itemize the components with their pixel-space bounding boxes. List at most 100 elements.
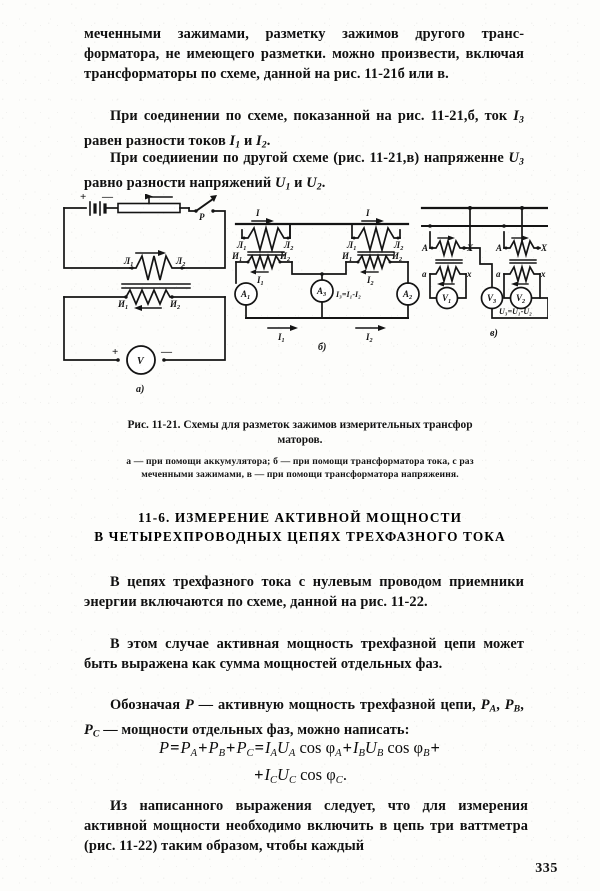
symbol-u1-sub: 1 (285, 181, 291, 193)
f-phiB-sub: B (423, 748, 430, 760)
terminal-l2-b-right: Л2 (393, 240, 403, 252)
f-IB-sub: B (358, 748, 365, 760)
voltmeter-v2: V2 (516, 293, 525, 305)
panel-v-caption: в) (490, 328, 498, 339)
f-UB: U (364, 738, 377, 757)
f-plus4: + (430, 738, 440, 757)
panel-a-accumulator: + — Р Л1 Л2 (63, 194, 226, 395)
figure-caption: Рис. 11-21. Схемы для разметок зажимов и… (70, 418, 530, 448)
terminal-i2-b-right: И2 (391, 251, 402, 263)
p6-comma2: , (520, 697, 524, 713)
voltmeter-plus-label: + (112, 346, 118, 358)
p2-prefix: При соединении по схеме, показанной на р… (110, 108, 514, 124)
terminal-l2-a: Л2 (175, 256, 185, 268)
figure-11-21: .lbl { font-family: "Liberation Serif", … (56, 194, 548, 409)
panel-v-voltage-transformer: A X a x V1 V (420, 206, 548, 339)
paragraph-notation: Обозначая P — активную мощность трехфазн… (84, 695, 524, 745)
figure-caption-line1: Рис. 11-21. Схемы для разметок зажимов и… (127, 419, 473, 431)
f-PA-sub: A (190, 748, 198, 760)
symbol-pc-sub: C (92, 728, 100, 740)
terminal-i1-a: И1 (117, 299, 128, 311)
ammeter-a3: A3 (316, 286, 326, 298)
f-period: . (342, 765, 347, 784)
paragraph-four-wire-circuits: В цепях трехфазного тока с нулевым прово… (84, 572, 524, 612)
f-PC-sub: C (246, 748, 254, 760)
vt-right-terminal-a: a (496, 269, 501, 279)
equation-u3: U₃=U₁-U₂ (499, 307, 532, 316)
f-IC: I (264, 765, 270, 784)
f-UC-sub: C (288, 775, 296, 787)
current-label-b-left: I (255, 208, 260, 218)
paragraph-conclusion: Из написанного выражения следует, что дл… (84, 796, 528, 857)
paragraph-current-difference: При соединении по схеме, показанной на р… (84, 106, 524, 156)
vt-left-terminal-a: a (422, 269, 427, 279)
p3-mid: равно разности напряжений (84, 174, 275, 191)
symbol-i3-sub: 3 (519, 114, 524, 126)
terminal-l1-b-left: Л1 (236, 240, 246, 252)
line-current-i2: I2 (365, 332, 373, 344)
p3-end: . (321, 174, 326, 191)
vt-right-terminal-A: A (495, 243, 502, 253)
line-current-i1: I1 (277, 332, 285, 344)
f-cos1: cos (299, 738, 322, 757)
voltmeter-a-label: V (137, 356, 145, 367)
panel-b-caption: б) (318, 342, 326, 353)
symbol-pa-sub: A (489, 703, 497, 715)
f-plus5: + (254, 765, 264, 784)
paragraph-text: В этом случае активная мощность трехфазн… (84, 636, 524, 673)
voltmeter-v1: V1 (442, 293, 451, 305)
p6-mid: — активную мощность трехфазной цепи, (193, 697, 481, 713)
f-plus1: + (198, 738, 208, 757)
vt-right-terminal-x: x (540, 269, 546, 279)
formula-line1-rendered: P=PA+PB+PC=IAUA cos φA+IBUB cos φB+ (159, 738, 441, 760)
vt-left-terminal-x: x (466, 269, 472, 279)
figure-legend: а — при помощи аккумулятора; б — при пом… (70, 455, 530, 481)
p3-prefix: При соедииении по другой схеме (рис. 11-… (110, 150, 509, 166)
symbol-u1: U (274, 174, 286, 191)
paragraph-text: меченными зажимами, разметку зажимов дру… (84, 26, 524, 83)
formula-active-power-line2: +ICUC cos φC. (0, 765, 600, 786)
f-IC-sub: C (269, 775, 278, 787)
formula-line2-rendered: +ICUC cos φC. (253, 765, 347, 787)
p2-and: и (240, 132, 257, 149)
symbol-pb-sub: B (513, 703, 521, 715)
f-IA-sub: A (270, 748, 277, 760)
f-IA: I (265, 738, 271, 757)
f-UB-sub: B (376, 748, 384, 760)
symbol-i2-sub: 2 (261, 139, 267, 151)
ammeter-a2: A2 (402, 289, 412, 301)
f-PC: P (236, 738, 247, 757)
f-PA: P (180, 738, 191, 757)
symbol-i2: I (256, 132, 262, 149)
terminal-i2-b-left: И2 (279, 251, 290, 263)
f-plus3: + (342, 738, 352, 757)
f-cos3: cos (300, 765, 323, 784)
section-heading: 11-6. ИЗМЕРЕНИЕ АКТИВНОЙ МОЩНОСТИ В ЧЕТЫ… (70, 508, 530, 546)
page-number: 335 (535, 861, 558, 876)
panel-b-current-transformer: Л1 Л2 I И1 И2 I1 (231, 208, 420, 353)
switch-label-r: Р (199, 212, 205, 222)
symbol-u3-sub: 3 (519, 156, 524, 168)
current-label-b-right: I (365, 208, 370, 218)
ammeter-a1: A1 (240, 289, 250, 301)
p2-mid: равен разности токов (84, 132, 230, 149)
f-phiC: φ (326, 765, 336, 784)
terminal-i1-b-left: И1 (231, 251, 242, 263)
paragraph-sum-of-phases: В этом случае активная мощность трехфазн… (84, 634, 524, 674)
terminal-i1-b-right: И1 (341, 251, 352, 263)
f-phiC-sub: C (335, 775, 343, 787)
terminal-l2-b-left: Л2 (283, 240, 293, 252)
f-P: P (159, 738, 170, 757)
symbol-pa: P (480, 697, 490, 713)
symbol-u2-sub: 2 (316, 181, 322, 193)
f-phiB: φ (413, 738, 424, 757)
equation-i3: I₃=I₁-I₂ (335, 290, 361, 299)
voltmeter-v3: V3 (487, 293, 496, 305)
symbol-u2: U (306, 174, 317, 191)
paragraph-continuation: меченными зажимами, разметку зажимов дру… (84, 24, 524, 85)
p6-end: — мощности отдельных фаз, можно написать… (99, 721, 410, 738)
battery-minus-label: — (101, 194, 114, 203)
f-phiA: φ (325, 738, 336, 757)
terminal-l1-b-right: Л1 (346, 240, 356, 252)
